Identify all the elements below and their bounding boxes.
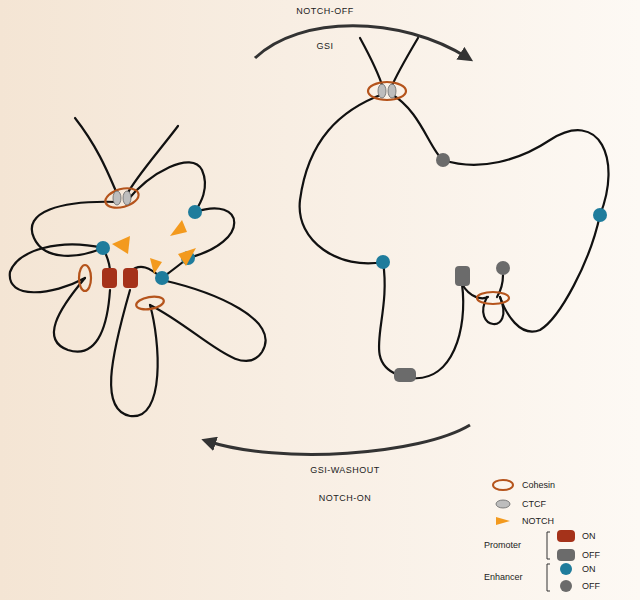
figure-part xyxy=(483,297,503,324)
figure-part xyxy=(436,153,450,167)
legend-text: CTCF xyxy=(522,499,546,509)
figure-part xyxy=(547,564,550,591)
figure-part xyxy=(178,248,196,266)
figure-part xyxy=(368,82,406,100)
figure-part xyxy=(391,94,443,160)
figure-part xyxy=(376,255,390,269)
figure-part xyxy=(493,480,513,490)
promoter-on xyxy=(102,268,138,288)
legend-text: ON xyxy=(582,564,596,574)
figure-part xyxy=(155,271,169,285)
figure-part xyxy=(379,262,398,375)
figure-part xyxy=(170,220,187,236)
figure-part xyxy=(500,215,600,332)
figure-part xyxy=(150,280,266,361)
legend-sample xyxy=(496,500,510,508)
notch-protein xyxy=(112,220,196,274)
figure-part xyxy=(123,268,138,288)
figure-part xyxy=(394,368,416,382)
figure-part xyxy=(388,84,396,98)
figure-part xyxy=(455,266,470,286)
figure-part xyxy=(126,162,205,212)
figure-part xyxy=(188,205,202,219)
legend-text: OFF xyxy=(582,581,600,591)
figure-part xyxy=(126,126,178,196)
enhancer-on xyxy=(96,205,202,285)
figure-part xyxy=(360,38,383,88)
figure-part xyxy=(112,236,130,254)
chromatin-fiber xyxy=(300,38,609,378)
figure-part xyxy=(496,517,510,525)
figure-part xyxy=(96,241,110,255)
legend-swatch xyxy=(560,563,572,575)
figure-part xyxy=(412,284,463,378)
figure-part xyxy=(496,500,510,508)
arrow-label: NOTCH-OFF xyxy=(296,6,354,16)
legend-sample xyxy=(557,549,575,561)
legend-swatch xyxy=(557,530,575,542)
figure-part xyxy=(443,130,609,215)
figure-part xyxy=(135,295,165,312)
figure-part xyxy=(378,84,386,98)
legend-sample xyxy=(560,563,572,575)
legend-sample xyxy=(560,580,572,592)
legend-text: NOTCH xyxy=(522,516,554,526)
figure-part xyxy=(10,244,103,292)
ctcf-protein xyxy=(113,191,131,205)
figure-part xyxy=(300,94,383,263)
arrow-label: GSI-WASHOUT xyxy=(310,465,380,475)
legend-sample xyxy=(557,530,575,542)
legend-swatch xyxy=(557,549,575,561)
arrow-label: NOTCH-ON xyxy=(319,493,372,503)
figure-part xyxy=(103,185,141,211)
figure-part xyxy=(113,191,121,205)
figure-part xyxy=(462,284,488,298)
arrow-label: GSI xyxy=(316,41,333,51)
figure-part xyxy=(477,292,509,304)
figure-part xyxy=(123,191,131,205)
cohesin-ring xyxy=(368,82,509,304)
cycle-arrow xyxy=(207,425,470,454)
legend-text: Promoter xyxy=(484,540,521,550)
figure-part xyxy=(496,261,510,275)
figure-part xyxy=(75,118,118,196)
figure-part xyxy=(547,532,550,559)
ctcf-protein xyxy=(378,84,396,98)
promoter-off xyxy=(394,266,470,382)
legend-sample xyxy=(496,517,510,525)
legend-text: OFF xyxy=(582,550,600,560)
figure-part xyxy=(391,38,418,88)
cohesin-ring xyxy=(79,185,165,311)
legend-bracket xyxy=(547,532,550,591)
chromatin-fiber xyxy=(10,118,266,416)
legend-text: Enhancer xyxy=(484,572,523,582)
legend-text: ON xyxy=(582,531,596,541)
legend-text: Cohesin xyxy=(522,480,555,490)
figure-part xyxy=(150,258,162,274)
enhancer-on xyxy=(376,208,607,269)
legend-swatch xyxy=(560,580,572,592)
figure-part xyxy=(593,208,607,222)
figure-part xyxy=(79,265,91,291)
figure-part xyxy=(102,268,117,288)
enhancer-off xyxy=(436,153,510,275)
legend-sample xyxy=(493,480,513,490)
